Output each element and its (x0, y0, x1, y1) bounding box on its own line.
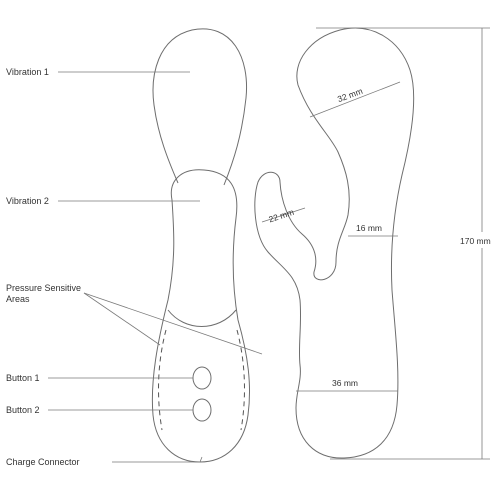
dim-base-width: 36 mm (332, 378, 358, 388)
shoulder-curve (167, 309, 237, 327)
total-length-dimension (316, 27, 490, 460)
pressure-leader-2 (83, 292, 161, 346)
side-outline (254, 27, 415, 459)
arm-width-line (261, 207, 306, 223)
label-charge-connector: Charge Connector (6, 457, 80, 467)
label-vibration-2: Vibration 2 (6, 196, 49, 206)
label-pressure-line2: Areas (6, 294, 30, 304)
button-2[interactable] (192, 398, 212, 422)
dim-total-length: 170 mm (460, 236, 491, 246)
dim-neck-width: 16 mm (356, 223, 382, 233)
button-1[interactable] (192, 366, 212, 390)
handle-outline (151, 169, 250, 463)
tip-width-line (309, 81, 401, 118)
dim-arm-width: 22 mm (267, 207, 295, 225)
pressure-area-right (236, 329, 245, 431)
label-pressure-line1: Pressure Sensitive (6, 283, 81, 293)
charge-leader (112, 456, 203, 463)
pressure-leader-1 (83, 292, 263, 355)
upper-lobe-outline (152, 28, 248, 186)
label-vibration-1: Vibration 1 (6, 67, 49, 77)
front-view (151, 28, 250, 463)
label-button-2: Button 2 (6, 405, 40, 415)
side-view (254, 27, 415, 459)
label-button-1: Button 1 (6, 373, 40, 383)
